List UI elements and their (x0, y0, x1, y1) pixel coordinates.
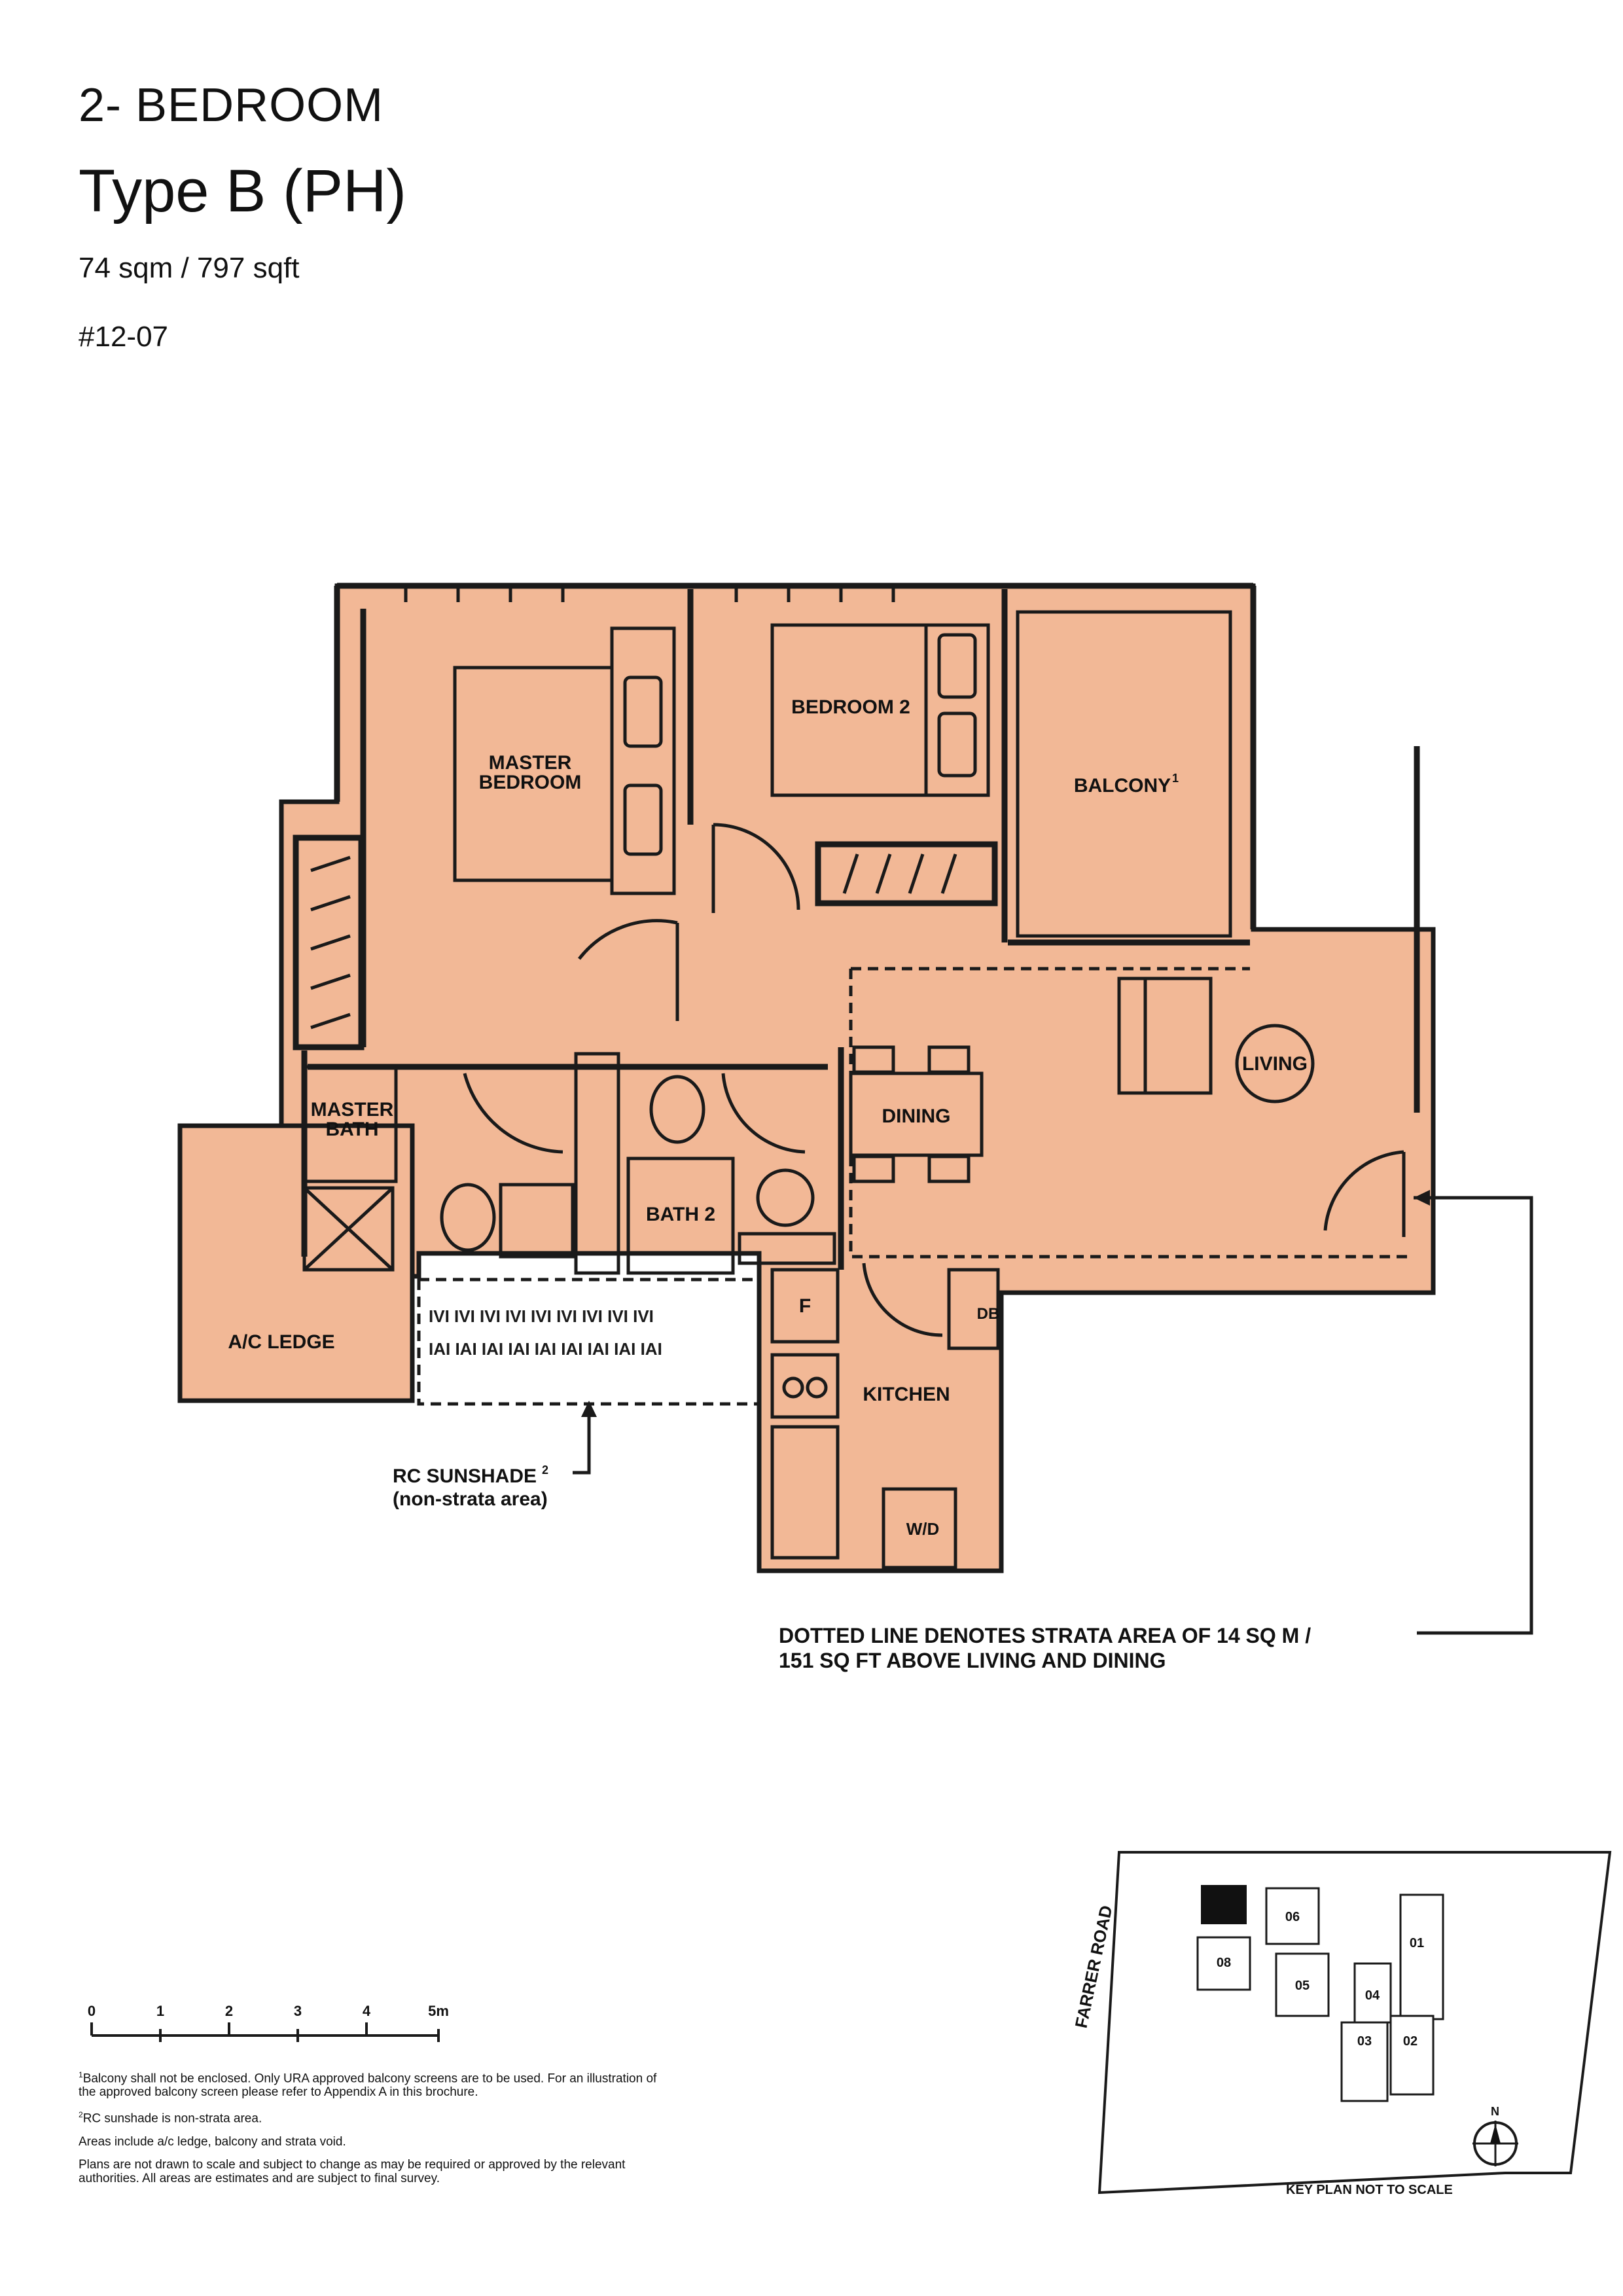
block-04: 04 (1365, 1988, 1380, 2003)
master-bath-label: MASTER (311, 1099, 394, 1121)
wd-label: W/D (906, 1519, 940, 1539)
scale-label-1: 1 (156, 2003, 164, 2019)
db-label: DB (977, 1305, 1000, 1323)
north-label: N (1491, 2105, 1499, 2118)
svg-text:IVI IVI IVI IVI IVI IVI IVI IV: IVI IVI IVI IVI IVI IVI IVI IVI IVI (429, 1306, 654, 1326)
fridge-label: F (799, 1295, 811, 1317)
footnote-areas: Areas include a/c ledge, balcony and str… (79, 2134, 346, 2149)
ac-ledge-label: A/C LEDGE (228, 1331, 334, 1353)
key-plan-caption: KEY PLAN NOT TO SCALE (1286, 2183, 1453, 2197)
unit-area: 74 sqm / 797 sqft (79, 252, 300, 284)
scale-label-5: 5m (428, 2003, 449, 2019)
strata-note-line2: 151 SQ FT ABOVE LIVING AND DINING (779, 1649, 1166, 1672)
kitchen-label: KITCHEN (863, 1384, 950, 1405)
bedroom2-wardrobe (815, 841, 998, 906)
sunshade-sub-label: (non-strata area) (393, 1488, 548, 1510)
master-bath-label-2: BATH (325, 1119, 378, 1140)
block-02: 02 (1403, 2034, 1418, 2049)
scale-label-2: 2 (225, 2003, 233, 2019)
strata-note-line1: DOTTED LINE DENOTES STRATA AREA OF 14 SQ… (779, 1624, 1311, 1647)
footnote-2: 2RC sunshade is non-strata area. (79, 2110, 262, 2126)
scale-label-3: 3 (294, 2003, 302, 2019)
block-03: 03 (1357, 2034, 1372, 2049)
block-01: 01 (1410, 1936, 1424, 1950)
dining-label: DINING (882, 1105, 951, 1127)
block-06: 06 (1285, 1910, 1300, 1924)
unit-number: #12-07 (79, 321, 169, 353)
highlighted-unit (1201, 1885, 1247, 1924)
block-08: 08 (1217, 1956, 1231, 1970)
living-table (1235, 1024, 1315, 1103)
scale-label-4: 4 (363, 2003, 371, 2019)
footnotes: 1Balcony shall not be enclosed. Only URA… (79, 2068, 668, 2195)
balcony-label: BALCONY (1074, 775, 1171, 797)
svg-text:IAI IAI IAI IAI IAI IAI IAI IA: IAI IAI IAI IAI IAI IAI IAI IAI IAI (429, 1339, 662, 1359)
bath2-label: BATH 2 (646, 1204, 715, 1225)
key-plan: 08 06 05 04 01 03 02 FARRER ROAD N KEY P… (1071, 1851, 1612, 2197)
master-bedroom-label-2: BEDROOM (479, 772, 582, 793)
scale-bar (90, 2022, 440, 2042)
master-bedroom-label: MASTER (489, 752, 572, 774)
sunshade-label: RC SUNSHADE (393, 1465, 537, 1487)
ac-ledge-area (177, 1123, 415, 1403)
bedroom2-label: BEDROOM 2 (791, 696, 910, 718)
apartment-floor (279, 583, 1436, 1573)
scale-label-0: 0 (88, 2003, 96, 2019)
footnote-1: 1Balcony shall not be enclosed. Only URA… (79, 2070, 657, 2100)
unit-type-heading: 2- BEDROOM (79, 79, 384, 132)
shower (302, 1186, 395, 1272)
balcony-note-mark: 1 (1172, 772, 1179, 785)
footnote-disclaimer: Plans are not drawn to scale and subject… (79, 2157, 626, 2185)
sunshade-mark: 2 (542, 1463, 548, 1477)
master-wardrobe (293, 834, 365, 1050)
wc-master (440, 1183, 496, 1252)
living-label: LIVING (1242, 1053, 1308, 1075)
unit-type-name: Type B (PH) (79, 158, 407, 224)
block-05: 05 (1295, 1979, 1310, 1993)
